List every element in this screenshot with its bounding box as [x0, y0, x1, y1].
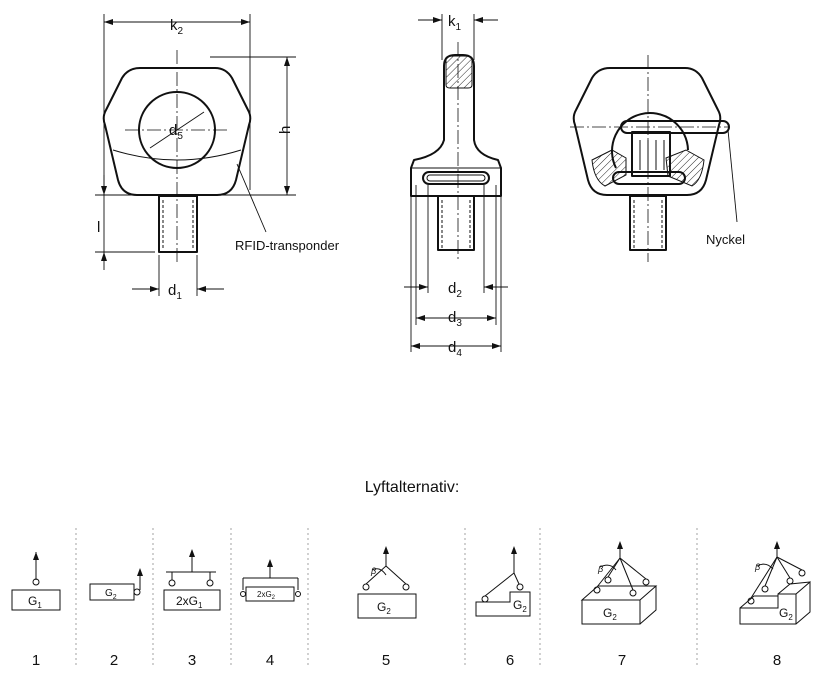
svg-text:2xG1: 2xG1 — [176, 594, 203, 610]
side-view: k1 d2 d3 d4 — [404, 13, 508, 359]
dim-l-label: l — [97, 219, 100, 236]
rfid-slot — [422, 171, 490, 185]
section-body-outline — [572, 67, 722, 196]
lifting-option-3: 2xG1 3 — [163, 549, 221, 669]
rfid-transponder-label: RFID-transponder — [235, 238, 340, 253]
svg-text:β: β — [754, 562, 760, 572]
option-number-2: 2 — [110, 652, 118, 669]
key-section-view: Nyckel — [570, 55, 745, 262]
key-leader — [727, 129, 738, 223]
option-number-8: 8 — [773, 652, 781, 669]
svg-text:2xG2: 2xG2 — [257, 590, 276, 601]
dim-h-label: h — [277, 126, 294, 134]
box-top-7 — [580, 585, 658, 601]
dim-d3-label: d3 — [448, 309, 462, 329]
lifting-option-1: G1 1 — [11, 552, 61, 669]
load-box-1 — [11, 589, 61, 611]
svg-text:G2: G2 — [105, 588, 117, 601]
lifting-option-7: β G2 7 — [580, 541, 658, 669]
svg-text:β: β — [370, 566, 376, 576]
option-number-7: 7 — [618, 652, 626, 669]
svg-text:β: β — [597, 564, 603, 574]
option-number-3: 3 — [188, 652, 196, 669]
load-box-5 — [357, 593, 417, 619]
load-box-4 — [245, 586, 295, 602]
section-hatch-left — [591, 149, 627, 187]
option-number-6: 6 — [506, 652, 514, 669]
dim-d2-label: d2 — [448, 280, 462, 300]
option-number-5: 5 — [382, 652, 390, 669]
option-number-4: 4 — [266, 652, 274, 669]
dim-d4-label: d4 — [448, 339, 462, 359]
dim-k1-label: k1 — [448, 13, 462, 33]
load-box-3 — [163, 589, 221, 611]
side-section-hatch — [445, 55, 473, 89]
rfid-leader — [236, 163, 267, 233]
dim-d1-label: d1 — [168, 282, 182, 302]
lifting-option-5: β G2 5 — [357, 546, 417, 669]
svg-text:G2: G2 — [603, 606, 617, 622]
section-eye-arc — [611, 112, 689, 169]
lifting-option-6: G2 6 — [475, 546, 531, 669]
front-view: k2 d5 h l d1 RFID-transponder — [95, 14, 340, 302]
dim-k2-label: k2 — [170, 17, 184, 37]
section-rfid-slot — [612, 171, 686, 185]
side-body-outline — [410, 54, 502, 197]
option-number-1: 1 — [32, 652, 40, 669]
key-label: Nyckel — [706, 232, 745, 247]
section-hatch-right — [665, 149, 705, 187]
lifting-option-8: β G2 8 — [739, 541, 811, 669]
lifting-options-title: Lyftalternativ: — [365, 479, 460, 496]
svg-text:G2: G2 — [513, 598, 527, 614]
thread-shank — [158, 195, 198, 253]
lifting-option-2: G2 2 — [89, 568, 143, 669]
svg-text:G2: G2 — [779, 606, 793, 622]
step-box-8 — [739, 580, 811, 625]
option-separators — [75, 528, 698, 668]
svg-text:G2: G2 — [377, 600, 391, 616]
load-step-6 — [475, 591, 531, 617]
dim-d5-label: d5 — [169, 122, 183, 142]
side-thread-shank — [437, 195, 475, 251]
svg-text:G1: G1 — [28, 594, 42, 610]
lifting-option-4: 2xG2 4 — [240, 559, 301, 669]
